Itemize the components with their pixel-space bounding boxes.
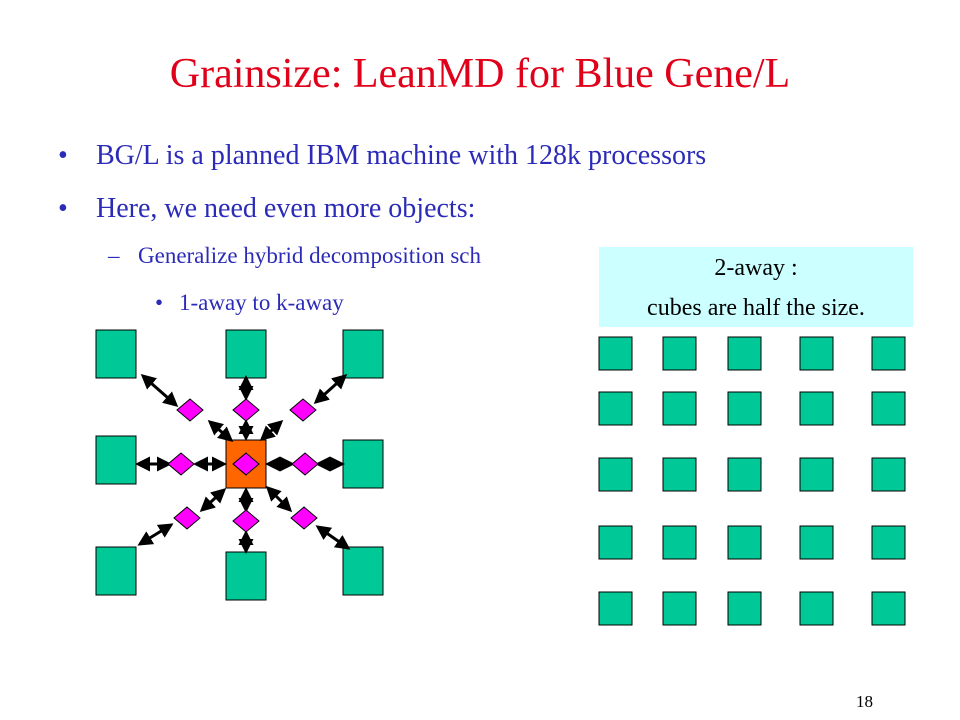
half-size-cube [598, 336, 633, 371]
half-size-cube [662, 591, 697, 626]
half-size-cube [598, 391, 633, 426]
interaction-arrow [259, 419, 284, 442]
compute-object [290, 506, 318, 530]
callout-box: 2-away : cubes are half the size. [599, 247, 913, 327]
half-size-cube [871, 391, 906, 426]
neighbor-cube [95, 435, 137, 485]
half-size-cube [727, 457, 762, 492]
half-size-cube [598, 457, 633, 492]
bullet-mark: • [155, 290, 164, 315]
compute-object [232, 452, 260, 476]
half-size-cube [598, 525, 633, 560]
compute-object [289, 398, 317, 422]
half-size-cube [727, 391, 762, 426]
sub-bullet-1: –Generalize hybrid decomposition sch [108, 243, 481, 269]
bullet-1: • BG/L is a planned IBM machine with 128k… [58, 140, 706, 172]
compute-object [232, 398, 260, 422]
neighbor-cube [95, 329, 137, 379]
neighbor-cube [342, 546, 384, 596]
half-size-cube [799, 457, 834, 492]
page-number: 18 [856, 692, 873, 711]
bullet-text: 1-away to k-away [179, 290, 344, 315]
half-size-cube [871, 336, 906, 371]
bullet-text: Generalize hybrid decomposition sch [138, 243, 481, 268]
compute-object [173, 506, 201, 530]
half-size-cube [727, 591, 762, 626]
callout-line-2: cubes are half the size. [647, 295, 865, 321]
one-away-diagram [95, 329, 384, 601]
half-size-cube [871, 457, 906, 492]
sub-sub-bullet-1: • 1-away to k-away [155, 290, 344, 316]
interaction-arrow [265, 485, 293, 513]
two-away-grid [598, 336, 906, 626]
compute-object [291, 452, 319, 476]
bullet-text: BG/L is a planned IBM machine with 128k … [96, 140, 707, 171]
neighbor-cube [225, 329, 267, 379]
slide-title: Grainsize: LeanMD for Blue Gene/L [169, 51, 791, 97]
half-size-cube [727, 525, 762, 560]
compute-object [232, 509, 260, 533]
bullet-mark: • [58, 193, 68, 224]
bullet-mark: • [58, 140, 68, 171]
half-size-cube [871, 591, 906, 626]
neighbor-cube [342, 439, 384, 489]
interaction-arrow [313, 373, 348, 405]
neighbor-cube [342, 329, 384, 379]
compute-object [176, 398, 204, 422]
half-size-cube [662, 391, 697, 426]
half-size-cube [871, 525, 906, 560]
interaction-arrow [207, 420, 234, 442]
interaction-arrow [140, 374, 179, 407]
interaction-arrow [137, 523, 174, 546]
half-size-cube [662, 525, 697, 560]
half-size-cube [799, 591, 834, 626]
callout-line-1: 2-away : [714, 255, 798, 281]
interaction-arrow [199, 487, 227, 513]
half-size-cube [598, 591, 633, 626]
compute-object [167, 452, 195, 476]
neighbor-cube [95, 546, 137, 596]
neighbor-cube [225, 551, 267, 601]
bullet-2: • Here, we need even more objects: [58, 193, 475, 225]
bullet-text: Here, we need even more objects: [96, 193, 476, 224]
half-size-cube [799, 391, 834, 426]
dash-mark: – [108, 243, 120, 268]
interaction-arrow [315, 525, 351, 550]
half-size-cube [727, 336, 762, 371]
half-size-cube [662, 336, 697, 371]
half-size-cube [799, 336, 834, 371]
half-size-cube [799, 525, 834, 560]
half-size-cube [662, 457, 697, 492]
